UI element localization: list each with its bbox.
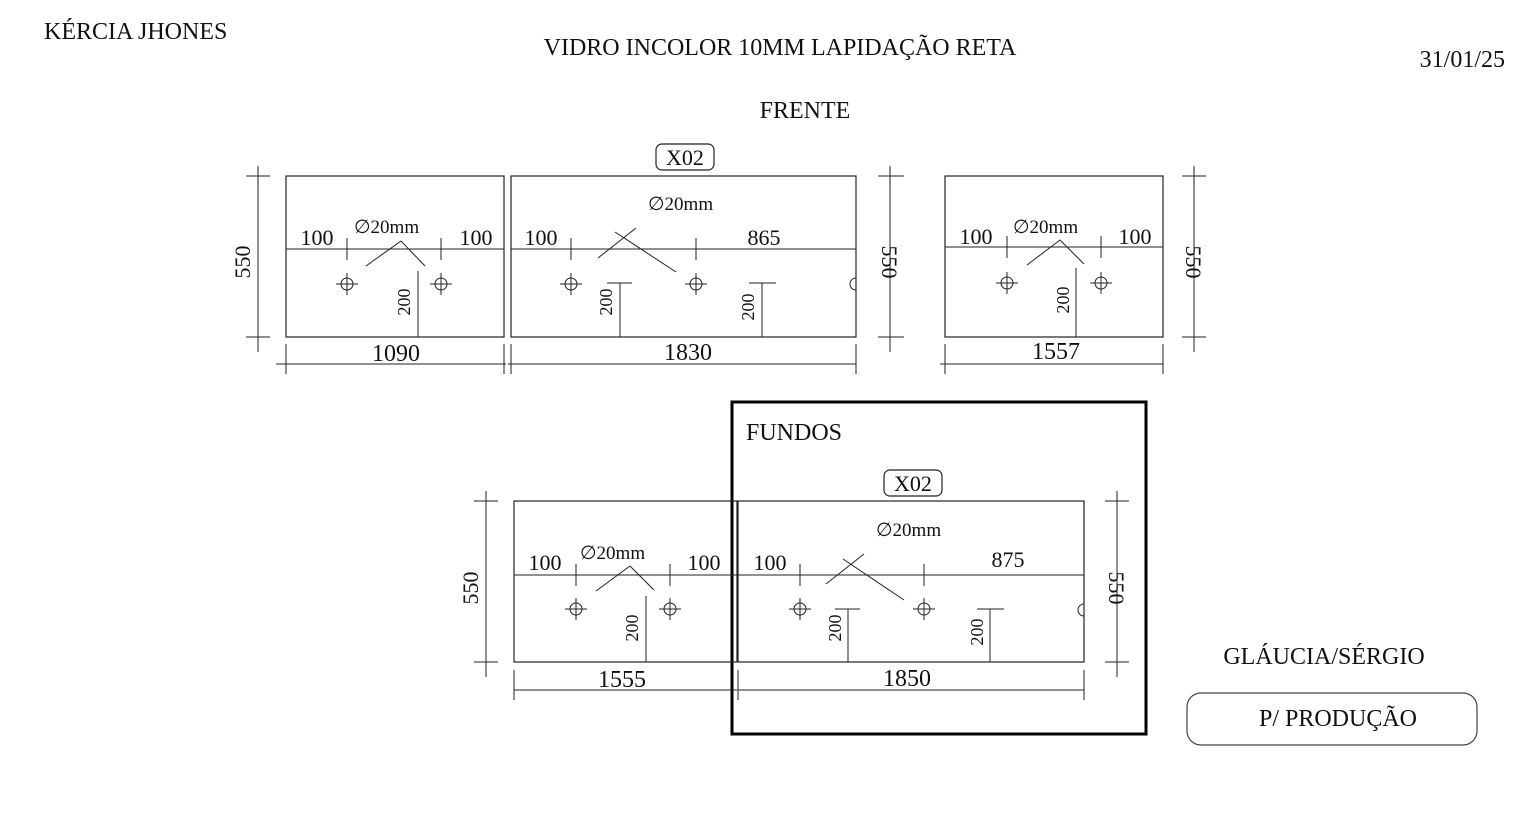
material-title: VIDRO INCOLOR 10MM LAPIDAÇÃO RETA xyxy=(544,35,1017,61)
edge-notch xyxy=(1077,603,1085,617)
hole-marker xyxy=(559,272,583,296)
left-offset-dim: 100 xyxy=(525,225,558,250)
depth-dim: 200 xyxy=(825,615,845,642)
width-dim: 1850 xyxy=(883,666,931,692)
date-label: 31/01/25 xyxy=(1420,47,1505,73)
hole-marker xyxy=(788,597,812,621)
front-section-title: FRENTE xyxy=(760,98,851,124)
depth-dim: 200 xyxy=(394,289,414,316)
status-badge xyxy=(1186,692,1478,746)
hole-marker xyxy=(564,597,588,621)
height-dim: 550 xyxy=(877,246,902,279)
hole-diameter-label: ∅20mm xyxy=(1013,217,1078,238)
front-tag-box xyxy=(655,143,715,171)
height-dim: 550 xyxy=(1181,246,1206,279)
status-label: P/ PRODUÇÃO xyxy=(1259,706,1417,732)
highlight-frame xyxy=(730,400,1148,736)
client-name: KÉRCIA JHONES xyxy=(44,19,227,45)
hole-diameter-label: ∅20mm xyxy=(876,520,941,541)
back-tag: X02 xyxy=(894,471,932,496)
right-offset-dim: 100 xyxy=(688,550,721,575)
width-dim: 1555 xyxy=(598,667,646,693)
back-tag-box xyxy=(883,469,943,497)
height-dim: 550 xyxy=(1104,572,1129,605)
front-tag: X02 xyxy=(666,145,704,170)
depth-dim: 200 xyxy=(596,289,616,316)
hole-marker xyxy=(335,272,359,296)
hole-marker xyxy=(429,272,453,296)
depth-dim: 200 xyxy=(967,619,987,646)
width-dim: 1090 xyxy=(372,341,420,367)
hole-diameter-label: ∅20mm xyxy=(648,194,713,215)
glass-outline xyxy=(285,175,505,338)
width-dim: 1557 xyxy=(1032,339,1080,365)
left-offset-dim: 100 xyxy=(529,550,562,575)
back-panel-2: 550 1850 100 875 ∅20mm 200 200 xyxy=(737,491,1129,700)
hole-marker xyxy=(995,271,1019,295)
glass-outline xyxy=(737,500,1085,663)
glass-outline xyxy=(513,500,738,663)
hole-marker xyxy=(684,272,708,296)
back-panel-1: 550 1555 100 100 ∅20mm 200 xyxy=(458,491,738,700)
right-offset-dim: 100 xyxy=(1119,224,1152,249)
glass-outline xyxy=(944,175,1164,338)
height-dim: 550 xyxy=(230,246,255,279)
height-dim: 550 xyxy=(458,572,483,605)
front-panel-1: 550 1090 100 100 ∅20mm 200 xyxy=(230,166,506,374)
depth-dim: 200 xyxy=(1053,287,1073,314)
hole-diameter-label: ∅20mm xyxy=(580,543,645,564)
left-offset-dim: 100 xyxy=(754,550,787,575)
front-panel-2: 550 1830 100 865 ∅20mm 200 200 xyxy=(508,166,904,374)
back-section-title: FUNDOS xyxy=(746,420,842,446)
hole-marker xyxy=(658,597,682,621)
hole-marker xyxy=(912,597,936,621)
front-panel-3: 550 1557 100 100 ∅20mm 200 xyxy=(940,166,1206,374)
width-dim: 1830 xyxy=(664,340,712,366)
hole-diameter-label: ∅20mm xyxy=(354,217,419,238)
right-offset-dim: 865 xyxy=(748,225,781,250)
right-offset-dim: 875 xyxy=(992,547,1025,572)
client-names: GLÁUCIA/SÉRGIO xyxy=(1223,644,1424,670)
glass-outline xyxy=(510,175,857,338)
hole-marker xyxy=(1089,271,1113,295)
left-offset-dim: 100 xyxy=(960,224,993,249)
left-offset-dim: 100 xyxy=(301,225,334,250)
right-offset-dim: 100 xyxy=(460,225,493,250)
depth-dim: 200 xyxy=(622,615,642,642)
depth-dim: 200 xyxy=(738,294,758,321)
edge-notch xyxy=(849,277,857,291)
